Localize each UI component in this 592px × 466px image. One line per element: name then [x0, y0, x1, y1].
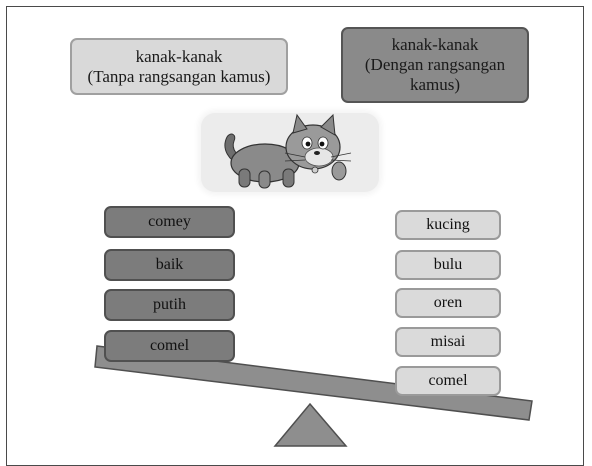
right-word-box: misai: [395, 327, 501, 357]
left-word-box: comel: [104, 330, 235, 362]
left-word-label: baik: [155, 256, 184, 273]
header-box-without-dictionary: kanak-kanak (Tanpa rangsangan kamus): [70, 38, 288, 95]
left-word-box: comey: [104, 206, 235, 238]
right-word-box: comel: [395, 366, 501, 396]
header-box-with-dictionary: kanak-kanak (Dengan rangsangan kamus): [341, 27, 529, 103]
right-word-label: kucing: [426, 216, 470, 233]
left-word-box: putih: [104, 289, 235, 321]
right-word-box: kucing: [395, 210, 501, 240]
right-word-box: bulu: [395, 250, 501, 280]
left-word-label: comey: [148, 213, 191, 230]
right-word-box: oren: [395, 288, 501, 318]
right-word-label: comel: [428, 372, 468, 389]
left-word-label: putih: [153, 296, 186, 313]
seesaw-beam: [94, 345, 533, 421]
right-word-label: oren: [433, 294, 463, 311]
right-word-label: bulu: [433, 256, 463, 273]
header-left-label: kanak-kanak (Tanpa rangsangan kamus): [87, 46, 271, 86]
seesaw-fulcrum: [273, 402, 348, 447]
right-word-label: misai: [430, 333, 466, 350]
cat-cartoon-icon: [224, 113, 352, 189]
cat-illustration: [201, 113, 379, 192]
header-right-label: kanak-kanak (Dengan rangsangan kamus): [364, 35, 506, 94]
left-word-box: baik: [104, 249, 235, 281]
left-word-label: comel: [149, 337, 190, 354]
